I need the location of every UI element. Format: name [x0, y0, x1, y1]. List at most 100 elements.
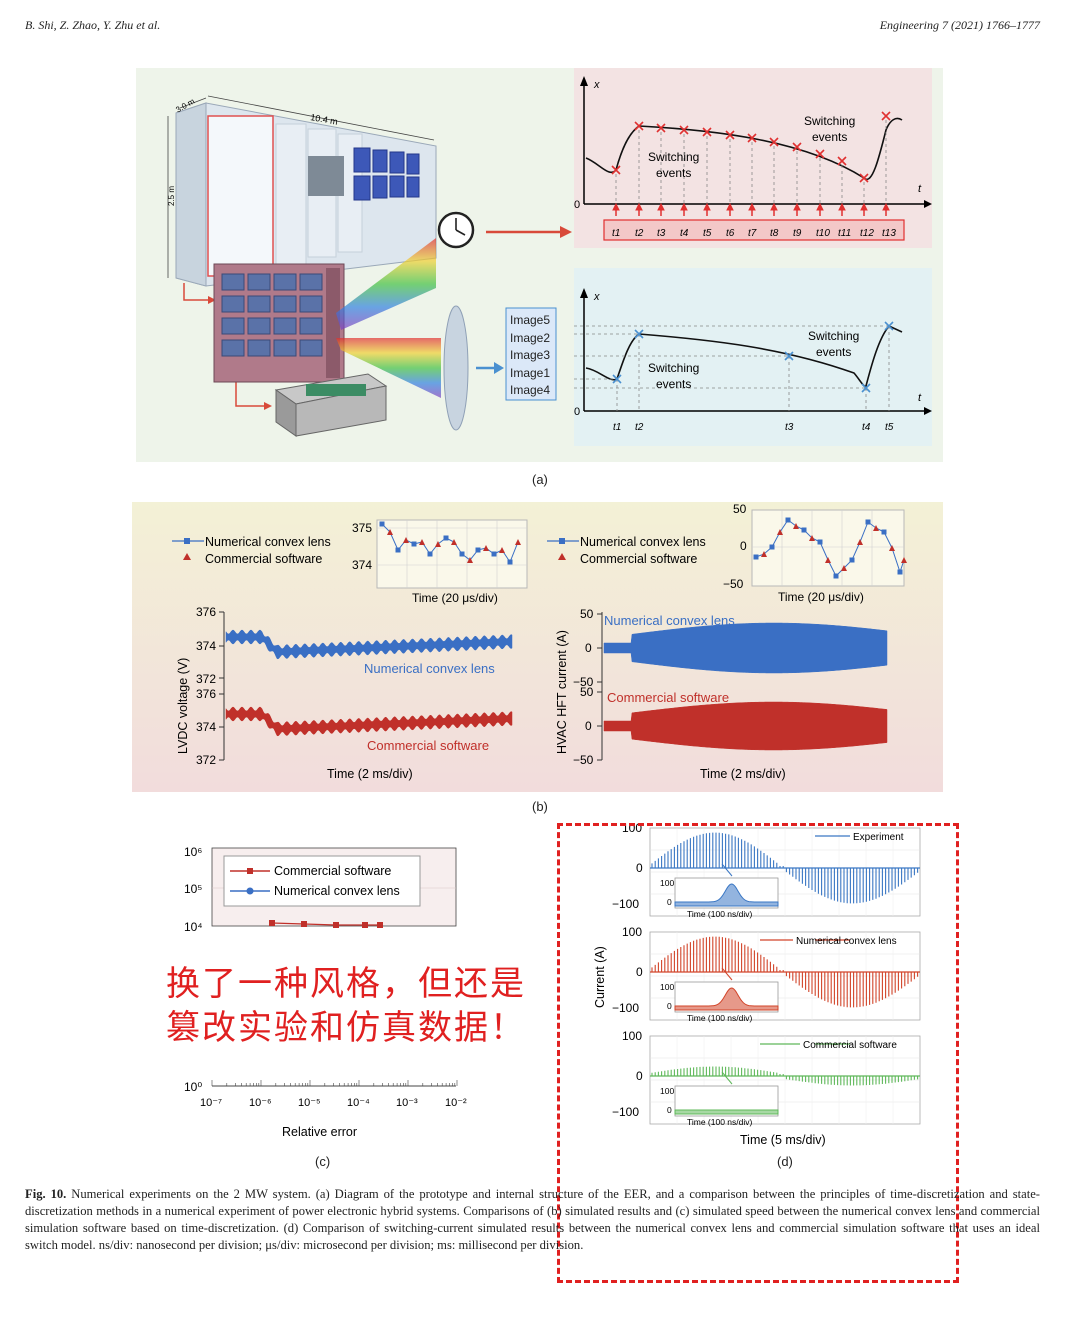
caption-figlabel: Fig. 10. — [25, 1187, 67, 1201]
inset-right-lens-marker — [865, 519, 871, 525]
lvdc-voltage-plot: 376 374 372 376 374 372 Numerical convex… — [176, 605, 513, 781]
time-step-arrowhead — [612, 202, 620, 211]
panel-d-label: (d) — [777, 1154, 793, 1169]
dim-height: 2.5 m — [167, 186, 176, 206]
inset-left-comm-marker — [499, 547, 505, 553]
panel-d-legend-text: Experiment — [853, 832, 904, 843]
svg-text:372: 372 — [196, 672, 216, 686]
panel-d-inset-pulse — [674, 883, 779, 907]
panel-d-inset-xlabel: Time (100 ns/div) — [687, 1013, 753, 1023]
top-switch-label-1a: Switching — [804, 114, 855, 128]
inset-left-lens-marker — [443, 535, 449, 541]
bottom-xlabel: t — [918, 392, 922, 404]
inset-right-lens-marker — [897, 569, 903, 575]
inset-left-lens-marker — [427, 551, 433, 557]
time-step-label: t8 — [770, 228, 779, 239]
top-switch-crosses — [611, 111, 891, 183]
inset-right-comm-marker — [809, 535, 815, 541]
top-ylabel: x — [593, 79, 600, 91]
panel-d-ytick: 100 — [622, 1029, 642, 1043]
inset-right-comm-marker — [825, 557, 831, 563]
svg-text:−50: −50 — [723, 577, 744, 591]
inset-left-comm-marker — [403, 537, 409, 543]
inset-right-lens-marker — [753, 554, 759, 560]
inset-right-lens-marker — [801, 527, 807, 533]
svg-text:Commercial software: Commercial software — [367, 738, 489, 753]
svg-text:−50: −50 — [573, 675, 594, 689]
panel-d-inset-pointer — [721, 967, 733, 981]
highlight-dashed-box — [557, 823, 959, 1283]
inset-left-lens-marker — [475, 547, 481, 553]
panel-d-switch-spikes — [651, 936, 919, 1008]
inset-right-lens-marker — [833, 573, 839, 579]
panel-d-inset-pointer — [721, 863, 733, 877]
panel-d-ytick: 0 — [636, 965, 643, 979]
switch-cross — [769, 137, 779, 147]
panel-c-xticks: 10⁻⁷ 10⁻⁶ 10⁻⁵ 10⁻⁴ 10⁻³ 10⁻² — [200, 1097, 467, 1109]
inset-right-lens-marker — [849, 557, 855, 563]
overlay-line-1: 换了一种风格，但还是 — [166, 964, 526, 1004]
inset-right-lens-marker — [817, 539, 823, 545]
inset-left-lens-marker — [379, 521, 385, 527]
svg-text:HVAC HFT current (A): HVAC HFT current (A) — [555, 630, 569, 754]
inset-right-lens-marker — [785, 517, 791, 523]
inset-right-comm-marker — [793, 523, 799, 529]
bottom-ylabel: x — [593, 291, 600, 303]
svg-text:50: 50 — [580, 607, 594, 621]
hvac-current-plot: 50 0 −50 50 0 −50 Numerical convex lens … — [555, 607, 888, 781]
time-step-label: t10 — [816, 228, 830, 239]
panel-d-switch-spikes — [651, 832, 919, 904]
svg-text:t2: t2 — [635, 422, 644, 433]
panel-a-label: (a) — [532, 472, 548, 487]
time-step-label: t11 — [838, 228, 851, 239]
time-step-arrowhead — [748, 202, 756, 211]
panel-d-ytick: 100 — [622, 925, 642, 939]
inset-left-comm-marker — [435, 541, 441, 547]
inset-right-comm-marker — [841, 565, 847, 571]
svg-text:374: 374 — [352, 558, 372, 572]
svg-text:Commercial software: Commercial software — [205, 552, 322, 566]
inset-left-comm-marker — [419, 539, 425, 545]
panel-d-inset-ytick: 100 — [660, 878, 674, 888]
panel-d-inset-ytick: 100 — [660, 1086, 674, 1096]
time-step-arrowhead — [816, 202, 824, 211]
panel-c-legend: Commercial software Numerical convex len… — [230, 864, 400, 898]
top-xlabel: t — [918, 183, 922, 195]
switch-cross — [747, 133, 757, 143]
panel-d-xlabel: Time (5 ms/div) — [740, 1133, 826, 1147]
svg-text:10⁻⁷: 10⁻⁷ — [200, 1097, 222, 1109]
time-step-arrowhead — [657, 202, 665, 211]
svg-text:Commercial software: Commercial software — [607, 690, 729, 705]
time-step-label: t2 — [635, 228, 644, 239]
lvdc-band — [225, 629, 513, 660]
switch-cross — [611, 165, 621, 175]
inset-right-lens-marker — [881, 529, 887, 535]
svg-text:Time (20 μs/div): Time (20 μs/div) — [412, 591, 498, 605]
time-step-arrowhead — [770, 202, 778, 211]
svg-text:0: 0 — [740, 539, 747, 553]
svg-text:376: 376 — [196, 605, 216, 619]
panel-c-ytick-1e4: 10⁴ — [184, 920, 203, 934]
panel-c-figure: Commercial software Numerical convex len… — [184, 845, 467, 1139]
svg-text:0: 0 — [585, 719, 592, 733]
switch-cross — [656, 123, 666, 133]
bottom-switch-label-1a: Switching — [808, 329, 859, 343]
time-steps-box — [603, 219, 905, 241]
time-beam — [336, 238, 436, 330]
caption-text: Numerical experiments on the 2 MW system… — [25, 1187, 1040, 1252]
inset-left-comm-marker — [467, 557, 473, 563]
image-labels: Image5 Image2 Image3 Image1 Image4 — [510, 312, 550, 400]
svg-text:Numerical convex lens: Numerical convex lens — [205, 535, 331, 549]
svg-text:t4: t4 — [862, 422, 871, 433]
image-label-5: Image5 — [510, 313, 551, 327]
svg-text:Commercial software: Commercial software — [274, 864, 391, 878]
panel-d-ytick: −100 — [612, 1105, 639, 1119]
time-step-arrowhead — [860, 202, 868, 211]
image-label-3: Image3 — [510, 348, 551, 363]
panel-b-label: (b) — [532, 799, 548, 814]
time-step-label: t3 — [657, 228, 666, 239]
inset-left-lens-marker — [507, 559, 513, 565]
time-step-arrowhead — [793, 202, 801, 211]
svg-text:375: 375 — [352, 521, 372, 535]
